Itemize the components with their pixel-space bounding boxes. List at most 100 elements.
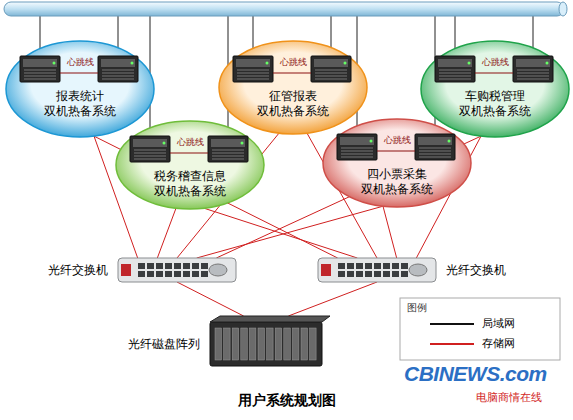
switch-port (338, 271, 345, 277)
switch-port (401, 271, 408, 277)
switch-outline (318, 258, 436, 282)
heartbeat-label: 心跳线 (384, 136, 411, 146)
storage-link (197, 206, 383, 258)
switch-port (347, 263, 354, 269)
cluster-ellipse: 心跳线报表统计 双机热备系统 (5, 40, 155, 138)
switch-body (318, 258, 436, 282)
system-label: 征管报表 双机热备系统 (251, 89, 335, 119)
watermark: CBINEWS.com (404, 362, 547, 386)
system-label: 四小票采集 双机热备系统 (355, 167, 439, 197)
legend-sample (430, 339, 474, 349)
switch-port (392, 271, 399, 277)
device-label: 光纤交换机 (446, 263, 506, 277)
server-icon (415, 134, 455, 160)
disk-slot (258, 328, 265, 360)
heartbeat-line (475, 73, 513, 74)
server-icon (311, 56, 351, 82)
switch-port (147, 271, 154, 277)
switch-port (374, 271, 381, 277)
disk-slot (267, 328, 274, 360)
cluster-ellipse-fill (6, 41, 154, 137)
switch-port (192, 271, 199, 277)
watermark: 电脑商情在线 (476, 390, 542, 405)
server-icon (130, 136, 170, 162)
storage-link (157, 208, 176, 258)
disk-slot (241, 328, 248, 360)
switch-port (356, 271, 363, 277)
switch-port (365, 271, 372, 277)
disk-slot (310, 328, 317, 360)
disk-slot (232, 328, 239, 360)
switch-port (183, 271, 190, 277)
server-icon (513, 56, 553, 82)
switch-port (183, 263, 190, 269)
server-icon (98, 56, 138, 82)
storage-link (177, 282, 244, 316)
cluster-ellipse: 心跳线征管报表 双机热备系统 (218, 40, 368, 135)
legend-row: 存储网 (430, 336, 515, 351)
legend-title: 图例 (407, 301, 427, 315)
heartbeat-line (60, 73, 98, 74)
legend-text: 存储网 (482, 336, 515, 351)
device-label: 光纤交换机 (48, 263, 108, 277)
system-label: 税务稽查信息 双机热备系统 (148, 169, 232, 199)
switch-body (118, 258, 236, 282)
switch-port (383, 271, 390, 277)
heartbeat-label: 心跳线 (280, 58, 307, 68)
heartbeat-label: 心跳线 (67, 58, 94, 68)
disk-slot (284, 328, 291, 360)
cluster-ellipse-fill (219, 41, 367, 134)
switch-port (347, 271, 354, 277)
heartbeat-line (377, 151, 415, 152)
switch-port (383, 263, 390, 269)
cluster-ellipse-fill (116, 121, 264, 209)
switch-port (156, 263, 163, 269)
server-icon (208, 136, 248, 162)
disk-slot (224, 328, 231, 360)
switch-port (201, 271, 208, 277)
switch-port (201, 263, 208, 269)
system-label: 报表统计 双机热备系统 (38, 89, 122, 119)
heartbeat-label: 心跳线 (177, 138, 204, 148)
storage-link (204, 208, 357, 258)
disk-slot (292, 328, 299, 360)
switch-port (374, 263, 381, 269)
switch-port (192, 263, 199, 269)
switch-port (165, 271, 172, 277)
server-icon (233, 56, 273, 82)
disk-slot (249, 328, 256, 360)
disk-slot (275, 328, 282, 360)
cluster-ellipse: 心跳线四小票采集 双机热备系统 (322, 118, 472, 208)
heartbeat-line (170, 153, 208, 154)
server-icon (435, 56, 475, 82)
figure-caption: 用户系统规划图 (0, 392, 573, 410)
switch-port (138, 271, 145, 277)
cluster-ellipse-fill (421, 41, 569, 137)
switch-port (174, 263, 181, 269)
cluster-ellipse-fill (323, 119, 471, 207)
disk-outline (210, 322, 322, 366)
switch-port (174, 271, 181, 277)
cluster-ellipse: 心跳线税务稽查信息 双机热备系统 (115, 120, 265, 210)
legend-frame (400, 298, 560, 360)
server-icon (20, 56, 60, 82)
switch-port (338, 263, 345, 269)
switch-port (156, 271, 163, 277)
disk-array: 光纤磁盘阵列 (210, 322, 322, 366)
heartbeat-label: 心跳线 (482, 58, 509, 68)
switch-port (138, 263, 145, 269)
legend-sample (430, 319, 474, 329)
heartbeat-line (273, 73, 311, 74)
switch-port (365, 263, 372, 269)
cluster-ellipse: 心跳线车购税管理 双机热备系统 (420, 40, 570, 138)
storage-link (383, 206, 397, 258)
disk-body (210, 322, 322, 366)
switch-port (392, 263, 399, 269)
switch-port (165, 263, 172, 269)
server-icon (337, 134, 377, 160)
device-label: 光纤磁盘阵列 (128, 337, 200, 351)
fibre-switch: 光纤交换机 (318, 258, 436, 282)
switch-port (356, 263, 363, 269)
fibre-switch: 光纤交换机 (118, 258, 236, 282)
switch-port (401, 263, 408, 269)
